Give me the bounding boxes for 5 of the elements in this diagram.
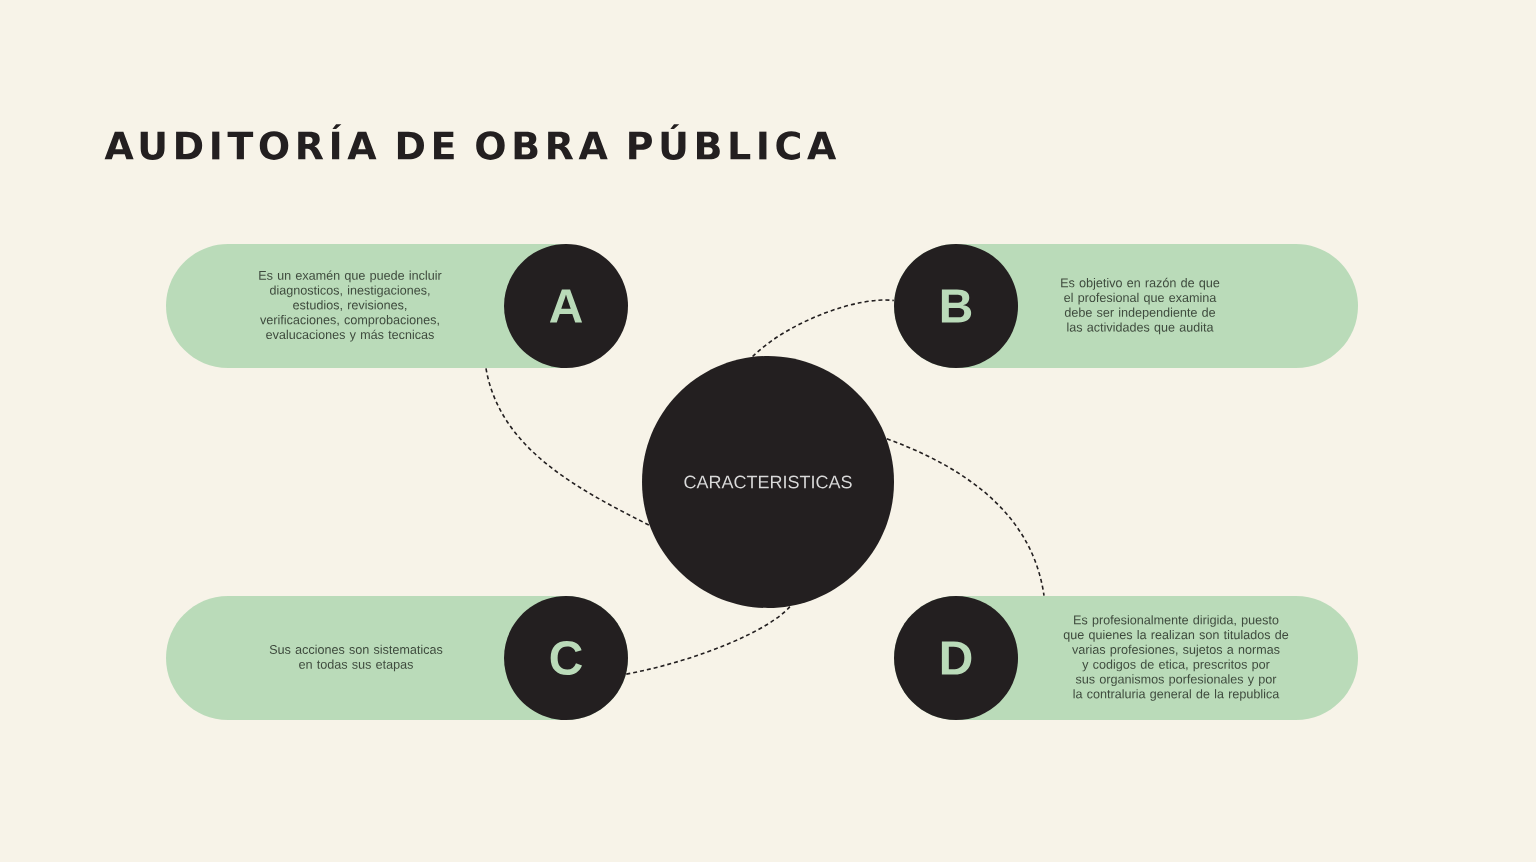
title: AUDITORÍA DE OBRA PÚBLICA [104, 124, 837, 160]
dashed-connector [886, 437, 1045, 597]
dashed-connector [485, 367, 651, 527]
dashed-connector [625, 605, 791, 675]
dashed-connector [751, 299, 895, 358]
